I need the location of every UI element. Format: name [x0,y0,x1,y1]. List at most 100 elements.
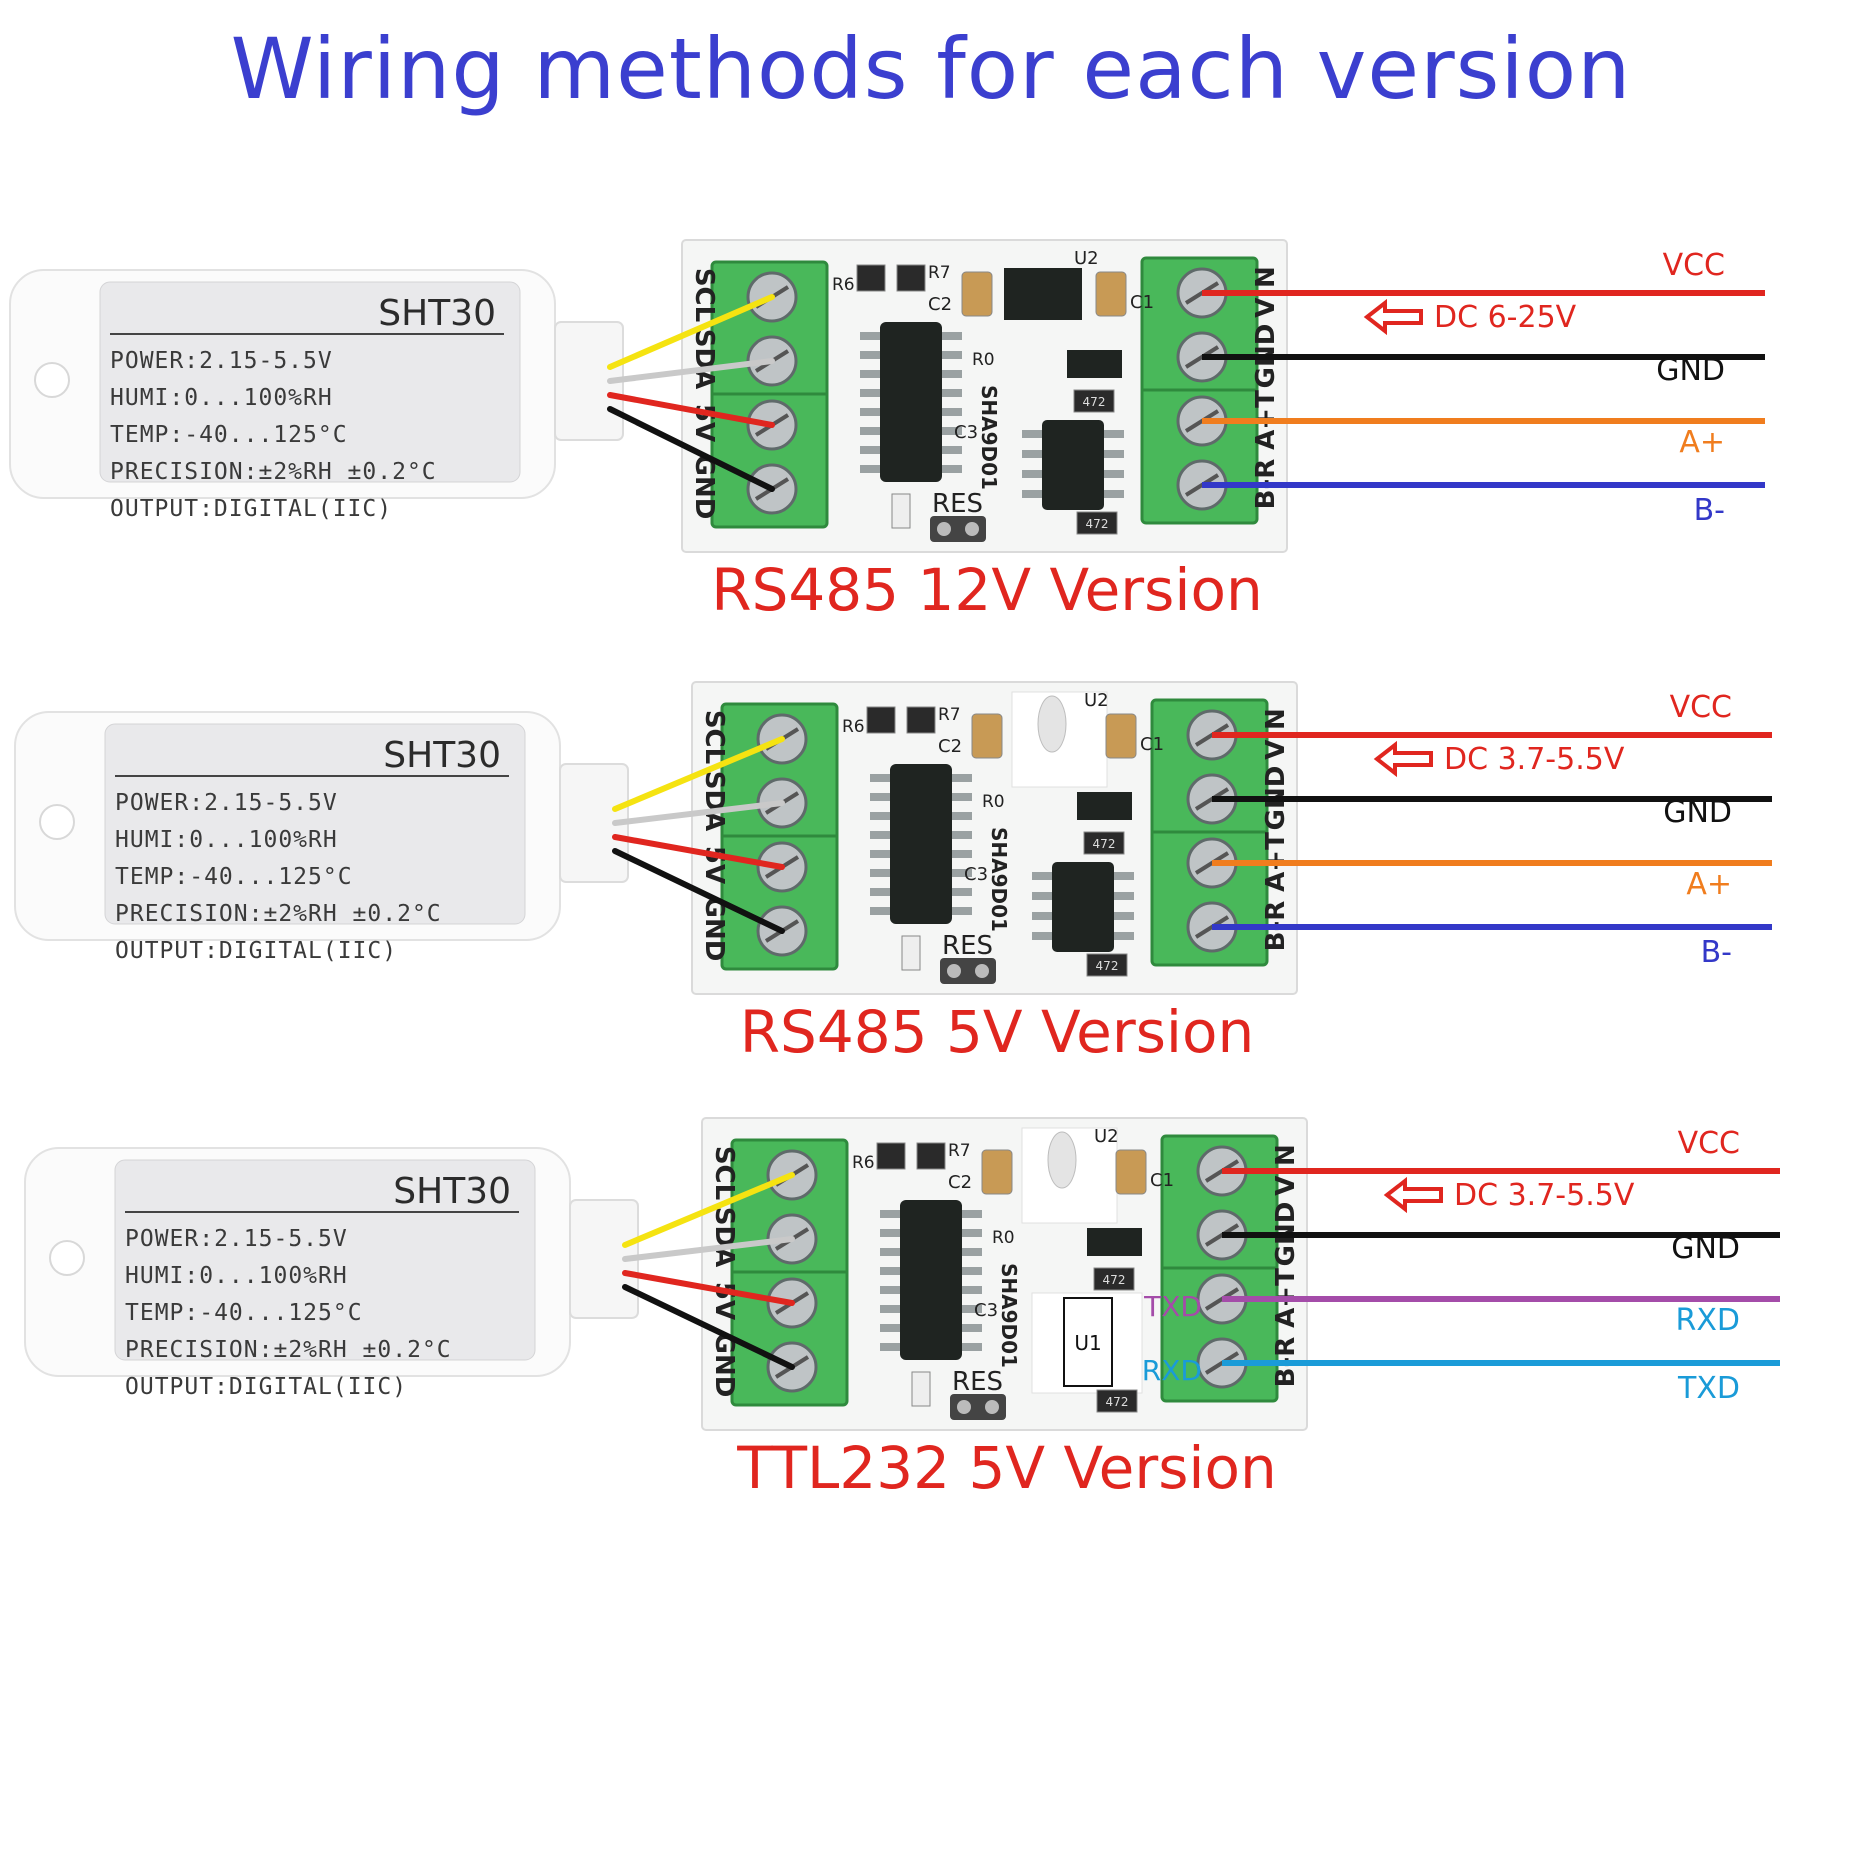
power-range: DC 6-25V [1434,300,1577,335]
ic-pin [962,1229,982,1237]
u2-label: U2 [1074,248,1099,269]
resistor [1073,389,1115,413]
pcb-board [701,1117,1308,1431]
ic-pin [870,888,890,896]
capacitor [981,1149,1013,1195]
ic-pin [870,793,890,801]
ic-pin [952,812,972,820]
output-label: B- [1694,493,1725,528]
c2-label: C2 [938,736,962,757]
ic-pin [942,446,962,454]
ic-pin [880,1229,900,1237]
sensor-spec-line: PRECISION:±2%RH ±0.2°C [110,459,437,485]
sensor-wire [622,1236,795,1262]
ic-pin [1022,470,1042,478]
sensor-spec-line: OUTPUT:DIGITAL(IIC) [115,938,397,964]
ic-pin [942,465,962,473]
sensor-spec-line: HUMI:0...100%RH [115,827,338,853]
resistor [1076,511,1118,535]
diode [1077,792,1132,820]
page-title: Wiring methods for each version [230,20,1632,118]
output-label: VCC [1663,248,1725,283]
led-icon [891,493,911,529]
resistor-r6 [876,1142,906,1170]
small-ic [1042,420,1104,510]
ic-pin [942,427,962,435]
r7-label: R7 [928,263,951,283]
version-section: SHT30POWER:2.15-5.5VHUMI:0...100%RHTEMP:… [24,1117,1780,1502]
regulator-u2 [1004,268,1082,320]
sensor-wire [612,736,785,812]
sensor-wire [607,392,775,428]
r6-label: R6 [842,717,865,737]
ic-pin [870,907,890,915]
diode [1087,1228,1142,1256]
ic-pin [880,1324,900,1332]
sensor-label-plate [104,723,526,925]
ic-pin [1114,892,1134,900]
sensor-spec-line: POWER:2.15-5.5V [110,348,333,374]
small-ic [1052,862,1114,952]
main-ic [890,764,952,924]
mount-hole-icon [34,362,70,398]
ic-pin [962,1248,982,1256]
arrow-left-icon [1363,298,1423,336]
ic-pin [952,888,972,896]
ic-pin [952,774,972,782]
left-pin-label: GND [689,455,719,520]
ic-pin [1104,450,1124,458]
ic-pin [870,850,890,858]
ic-pin [860,427,880,435]
sensor-model: SHT30 [378,293,496,334]
sensor-spec-line: TEMP:-40...125°C [115,864,353,890]
sensor-wire [607,406,775,492]
resistor-value: 472 [1083,395,1106,409]
pad [947,964,961,978]
ic-pin [1032,932,1052,940]
ic-pin [880,1286,900,1294]
ic-pin [860,408,880,416]
led-icon [901,935,921,971]
sensor-spec-line: TEMP:-40...125°C [110,422,348,448]
resistor-r6 [866,706,896,734]
sensor-model: SHT30 [383,735,501,776]
ic-pin [942,370,962,378]
left-pin-label: SDA [699,771,729,831]
sensor-wire [622,1270,795,1306]
resistor [1093,1267,1135,1291]
ic-pin [1114,872,1134,880]
arrow-left-icon [1373,740,1433,778]
board-pin-overlay: TXD [1143,1290,1202,1323]
board-pin-overlay: RXD [1142,1354,1202,1387]
ic-pin [870,812,890,820]
c1-label: C1 [1150,1170,1174,1191]
ic-pin [1032,892,1052,900]
ic-pin [1114,912,1134,920]
resistor-r6 [856,264,886,292]
res-label: RES [952,1367,1003,1397]
output-label: VCC [1678,1126,1740,1161]
resistor [1096,1389,1138,1413]
ic-pin [942,351,962,359]
c2-label: C2 [948,1172,972,1193]
left-pin-label: SCL [699,710,729,764]
r6-label: R6 [832,275,855,295]
power-range: DC 3.7-5.5V [1454,1178,1635,1213]
ic-pin [962,1343,982,1351]
left-pin-label: SCL [709,1146,739,1200]
left-pin-label: SDA [709,1207,739,1267]
version-label: RS485 5V Version [740,998,1255,1066]
pad [957,1400,971,1414]
ic-pin [870,831,890,839]
capacitor [1095,271,1127,317]
ic-pin [860,446,880,454]
c2-label: C2 [928,294,952,315]
diode [1067,350,1122,378]
ic-pin [1104,490,1124,498]
ic-pin [870,774,890,782]
capacitor [1115,1149,1147,1195]
resistor-value: 472 [1086,517,1109,531]
sensor-wire [612,800,785,826]
sensor-spec-line: POWER:2.15-5.5V [115,790,338,816]
r0-label: R0 [992,1228,1015,1248]
